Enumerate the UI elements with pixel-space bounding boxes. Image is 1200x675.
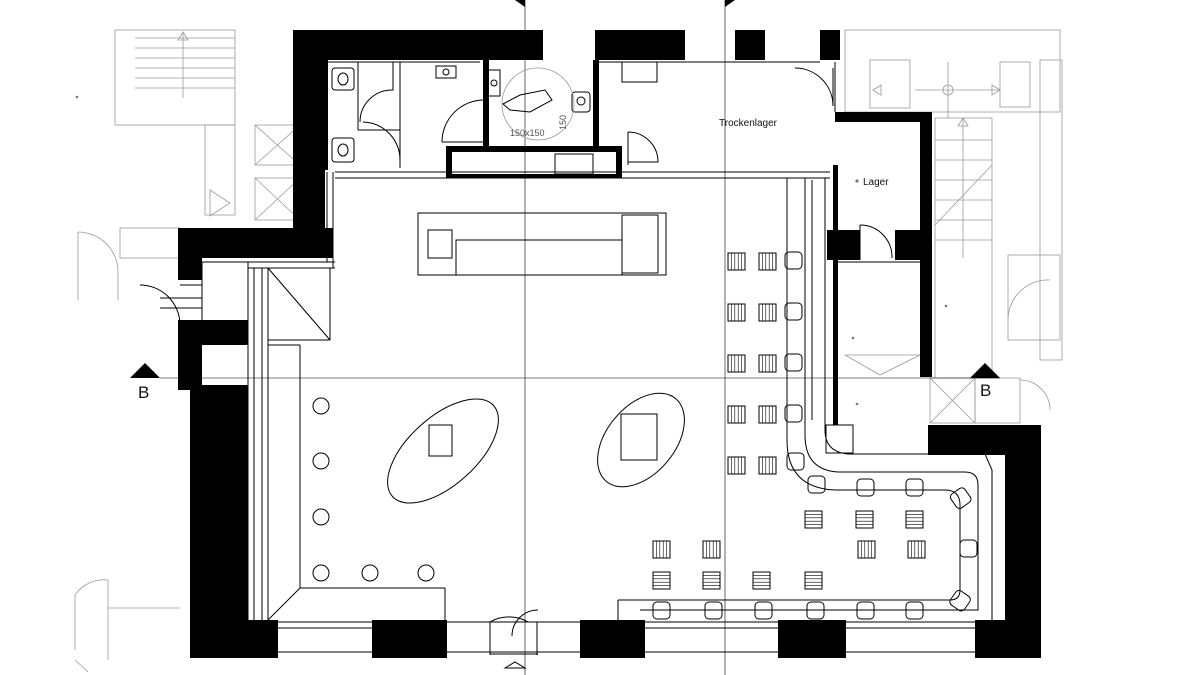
storage-room: Lager	[838, 177, 920, 263]
room-label-storage: Lager	[863, 177, 889, 188]
section-label-left: B	[138, 383, 149, 402]
dry-storage-room: Trockenlager	[599, 61, 836, 165]
chair	[804, 510, 823, 529]
chair	[727, 303, 746, 322]
chair	[804, 571, 823, 590]
chair	[855, 510, 874, 529]
chair	[652, 571, 671, 590]
turning-circle-label: 150x150	[510, 128, 545, 138]
round-stools	[312, 397, 435, 582]
chair	[907, 540, 926, 559]
neighbour-context-left	[74, 29, 301, 673]
chair	[702, 540, 721, 559]
neighbour-context-right	[844, 29, 1063, 424]
room-label-dry-storage: Trockenlager	[719, 118, 778, 129]
bar-stools	[652, 251, 978, 620]
lounge-sofa	[417, 212, 667, 276]
wc-block: 150x150 150	[325, 60, 622, 178]
bar-counter	[640, 177, 993, 620]
main-hall	[139, 171, 975, 669]
chair	[758, 456, 777, 475]
chair	[727, 354, 746, 373]
oval-table-right	[597, 392, 685, 488]
axis-lines	[160, 0, 1000, 675]
chair	[727, 405, 746, 424]
section-marker-left: B	[130, 363, 160, 402]
chair	[758, 354, 777, 373]
chair	[727, 456, 746, 475]
section-marker-right: B	[970, 363, 1000, 400]
exterior-walls	[178, 30, 1041, 658]
chair	[857, 540, 876, 559]
slatted-chairs	[652, 252, 926, 590]
section-label-right: B	[980, 381, 991, 400]
chair	[758, 303, 777, 322]
chair	[758, 252, 777, 271]
chair	[752, 571, 771, 590]
turning-circle-vertical-label: 150	[558, 115, 568, 130]
oval-table-left	[387, 398, 499, 504]
chair	[758, 405, 777, 424]
chair	[702, 571, 721, 590]
chair	[905, 510, 924, 529]
chair	[727, 252, 746, 271]
chair	[652, 540, 671, 559]
